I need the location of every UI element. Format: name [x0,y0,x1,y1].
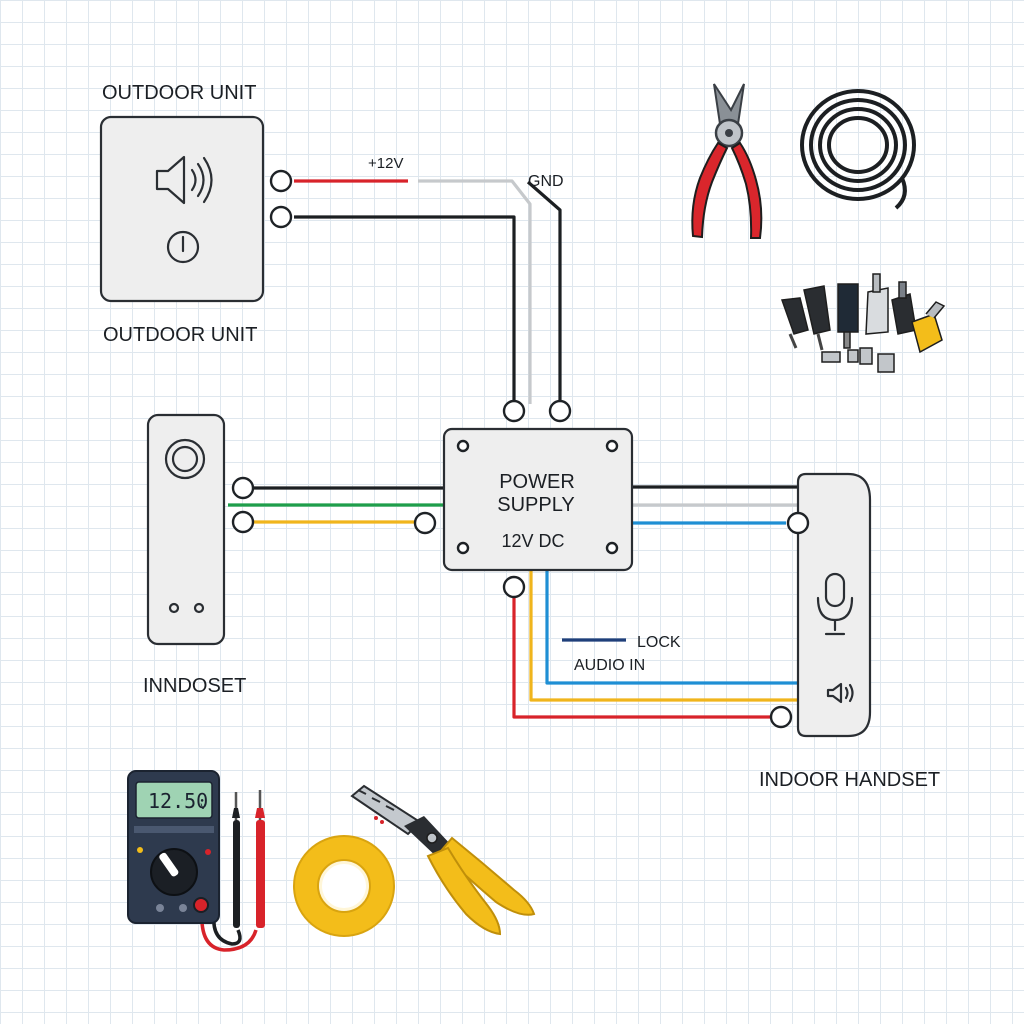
wire-yellow-handset [529,571,800,702]
power-icon [166,230,200,264]
wire-black-outdoor [294,215,516,404]
indoor-set-dot-1 [168,602,180,614]
multimeter-icon: 12.50 v [127,770,265,952]
handset-terminal-2 [769,705,793,729]
wire-label-12v: +12V [368,155,403,172]
pliers-icon [691,83,763,239]
tape-icon [293,835,395,937]
outdoor-unit-box [99,115,265,303]
indoor-set-caption: INNDOSET [143,675,246,697]
handset-speaker-icon [826,682,854,704]
psu-screw-tr [605,439,619,453]
psu-screw-br [605,541,619,555]
outdoor-unit-caption: OUTDOOR UNIT [103,324,257,346]
indoorset-terminal-2 [231,510,255,534]
psu-screw-tl [456,439,470,453]
handset-terminal-1 [786,511,810,535]
microphone-icon [816,572,854,636]
psu-terminal-top-left [502,399,526,423]
speaker-icon [155,155,213,205]
wire-red-handset [512,597,770,719]
power-supply-title-2: SUPPLY [497,494,574,516]
psu-screw-bl [456,541,470,555]
indoor-set-box [146,413,226,646]
outdoor-terminal-1 [269,169,293,193]
wire-label-gnd: GND [528,173,564,190]
multimeter-unit: v [200,801,206,812]
wire-gray-gnd [418,179,532,404]
outdoor-terminal-2 [269,205,293,229]
wire-black-gnd [526,180,562,404]
indoor-handset-caption: INDOOR HANDSET [759,769,940,791]
indoor-set-button-inner [171,445,199,473]
wire-stripper-icon [350,784,536,936]
power-supply-title-1: POWER [499,471,575,493]
indoor-set-button-outer [164,438,206,480]
outdoor-unit-title: OUTDOOR UNIT [102,82,256,104]
wires [228,179,800,719]
wire-label-lock: LOCK [637,634,681,651]
wire-coil-icon [800,89,916,210]
psu-terminal-left [413,511,437,535]
connectors-icon [780,273,946,373]
indoorset-terminal-1 [231,476,255,500]
psu-terminal-top-right [548,399,572,423]
power-supply-rating: 12V DC [501,531,564,551]
indoor-set-dot-2 [193,602,205,614]
psu-terminal-bottom [502,575,526,599]
multimeter-reading: 12.50 [148,789,208,813]
power-supply-box [442,427,634,572]
wire-label-audio-in: AUDIO IN [574,657,645,674]
wire-blue-audio [545,571,800,685]
